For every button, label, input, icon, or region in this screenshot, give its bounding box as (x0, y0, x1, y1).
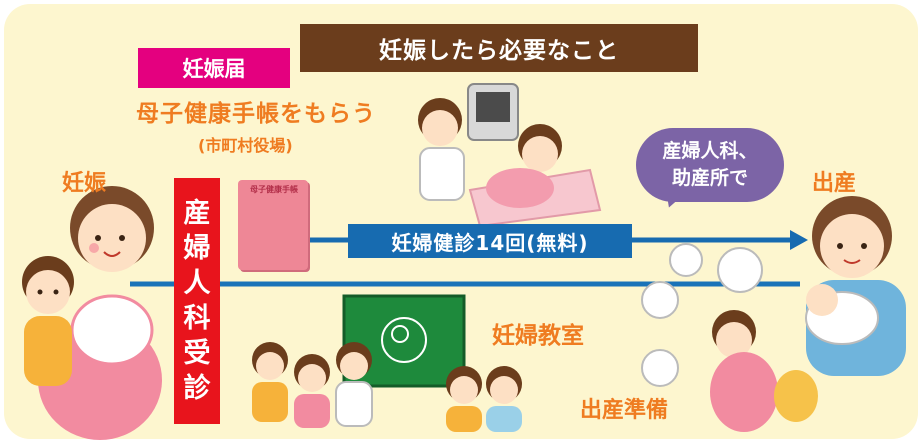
ultrasound-exam-illustration (418, 83, 602, 228)
handbook-label: 母子健康手帳をもらう (136, 101, 376, 127)
first-visit-char: 診 (183, 373, 211, 405)
first-visit-char: 人 (183, 267, 211, 299)
pregnant-mother-illustration (38, 186, 162, 440)
bubble-line-2: 助産所で (671, 167, 748, 189)
birth-preparation-illustration (641, 243, 818, 432)
stage-start-label: 妊娠 (62, 171, 107, 196)
clinic-speech-bubble: 産婦人科、 助産所で (636, 128, 784, 202)
first-visit-char: 科 (183, 303, 211, 334)
maternity-class-illustration (252, 294, 522, 432)
prenatal-checkup-label: 妊婦健診14回(無料) (348, 224, 632, 258)
arrow-head (790, 230, 808, 250)
handbook-cover-title: 母子健康手帳 (250, 185, 298, 194)
maternity-class-label: 妊婦教室 (492, 323, 584, 349)
page-title: 妊娠したら必要なこと (300, 24, 698, 72)
first-visit-char: 産 (183, 197, 211, 229)
first-visit-char: 受 (183, 338, 211, 370)
maternal-handbook-image: 母子健康手帳 (238, 180, 308, 270)
pregnancy-notice-badge: 妊娠届 (138, 48, 290, 88)
mother-with-newborn-illustration (805, 196, 906, 376)
birth-preparation-label: 出産準備 (580, 398, 669, 423)
stage-end-label: 出産 (812, 171, 857, 196)
handbook-location: (市町村役場) (198, 136, 293, 155)
first-visit-pillar: 産 婦 人 科 受 診 (174, 178, 220, 424)
first-visit-char: 婦 (183, 232, 211, 264)
child-illustration (22, 256, 74, 386)
bubble-line-1: 産婦人科、 (662, 140, 758, 163)
